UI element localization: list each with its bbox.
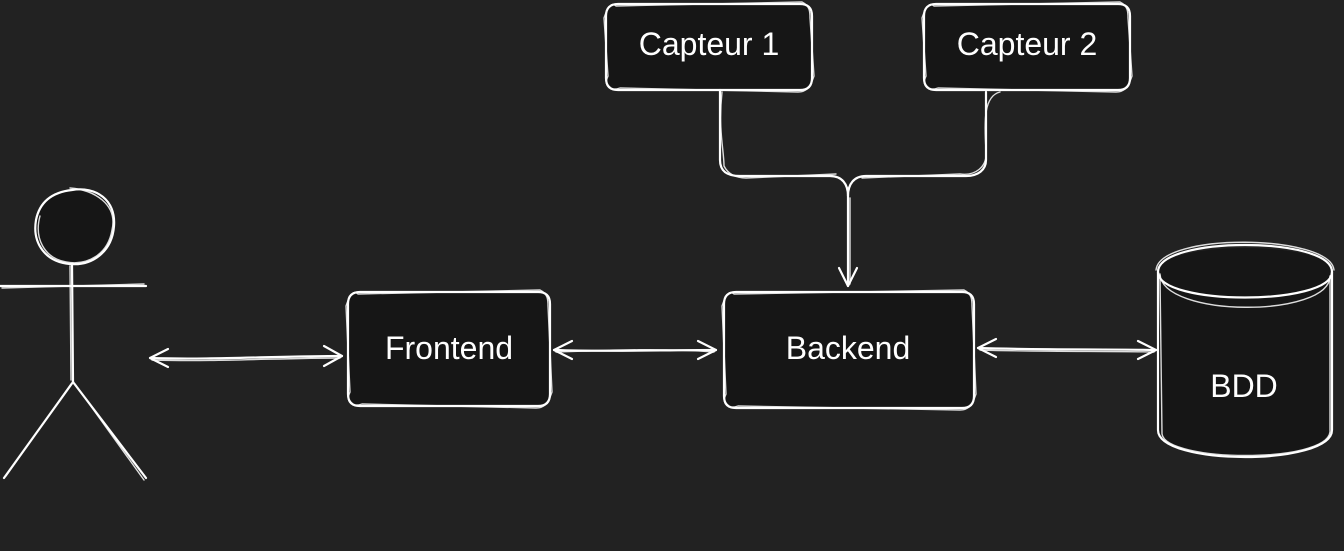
sensor1-label: Capteur 1 xyxy=(639,26,780,62)
database-node: BDD xyxy=(1155,241,1335,459)
frontend-label: Frontend xyxy=(385,330,513,366)
backend-label: Backend xyxy=(786,330,911,366)
arrow-backend-bdd xyxy=(976,337,1158,361)
frontend-node: Frontend xyxy=(345,289,553,409)
sensor1-node: Capteur 1 xyxy=(603,1,815,93)
arrow-sensors-backend xyxy=(718,88,1001,288)
arrow-frontend-backend xyxy=(552,339,718,361)
bdd-label: BDD xyxy=(1210,368,1278,404)
arrow-user-frontend xyxy=(148,344,344,369)
user-actor-icon xyxy=(0,187,148,481)
backend-node: Backend xyxy=(721,289,977,411)
sensor2-label: Capteur 2 xyxy=(957,26,1098,62)
sensor2-node: Capteur 2 xyxy=(921,1,1133,93)
